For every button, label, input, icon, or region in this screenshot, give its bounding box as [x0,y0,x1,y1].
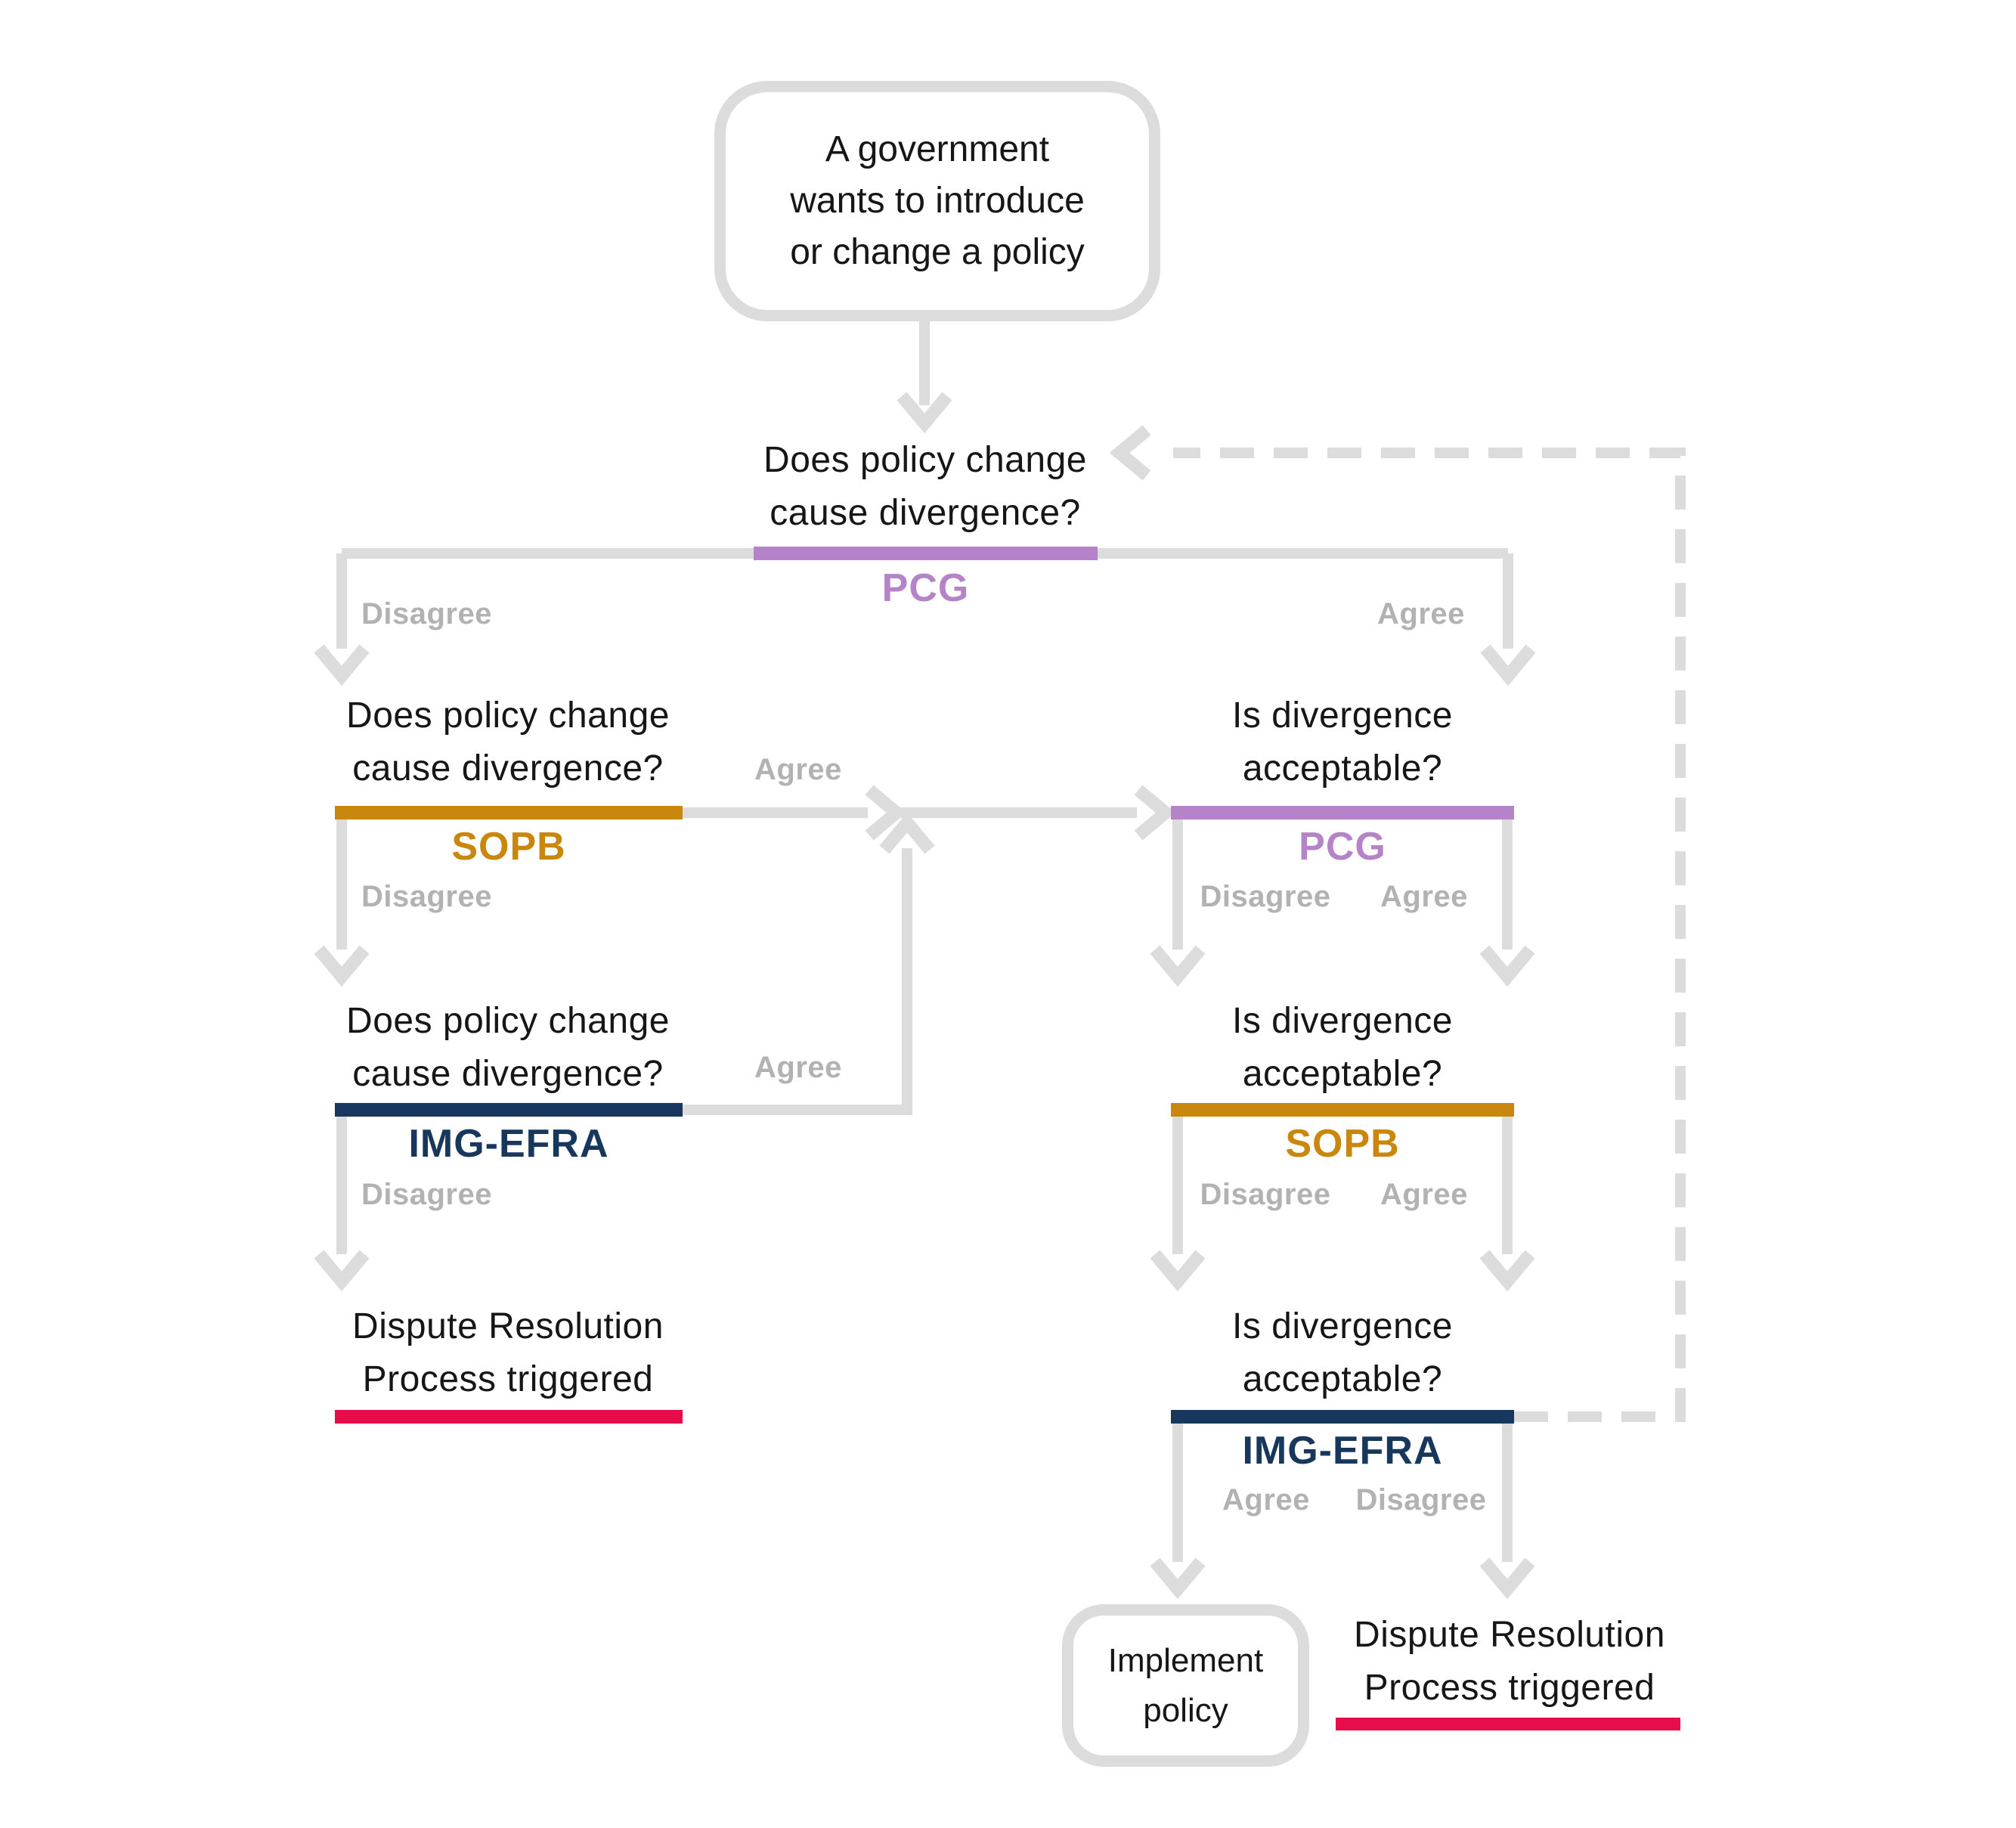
arrowhead-down-left-sopb-disagree [314,945,370,987]
arrowhead-down-right-imgefra-disagree [1479,1557,1535,1600]
arrowhead-down-right-sopb-agree [1479,1250,1535,1292]
org-label-pcg-top: PCG [881,566,970,610]
img-efra-bar-left [335,1103,683,1117]
dispute-left-text: Dispute Resolution Process triggered [352,1306,664,1399]
org-label-img-efra-left: IMG-EFRA [408,1122,609,1166]
arrowhead-down-left-imgefra-disagree [314,1250,370,1292]
question-left-imgefra: Does policy change cause divergence? [346,1001,670,1094]
dispute-bar-left [335,1410,683,1424]
start-node: A government wants to introduce or chang… [714,81,1160,321]
arrowhead-down-right-pcg-agree [1479,945,1535,987]
arrowhead-left-feedback-loop [1109,425,1151,481]
question-left-sopb: Does policy change cause divergence? [346,696,670,789]
pcg-bar-top [754,547,1098,560]
question-right-sopb: Is divergence acceptable? [1232,1001,1453,1094]
question-right-pcg: Is divergence acceptable? [1232,696,1453,789]
implement-policy-text: Implement policy [1107,1641,1264,1729]
edge-feedback-loop-dashed [1173,448,1686,1422]
edge-label-left-imgefra-disagree: Disagree [361,1178,492,1211]
arrowhead-right-left-sopb-agree [865,785,907,841]
org-label-sopb-left: SOPB [451,825,566,869]
arrowhead-down-right-pcg-disagree [1150,945,1206,987]
edge-label-right-pcg-disagree: Disagree [1200,880,1331,913]
edge-label-left-sopb-disagree: Disagree [361,880,492,913]
arrowhead-down-start [897,392,952,434]
org-label-img-efra-right: IMG-EFRA [1242,1429,1443,1473]
arrowhead-down-top-agree [1480,644,1536,686]
arrowhead-down-right-sopb-disagree [1150,1250,1206,1292]
edge-label-top-disagree: Disagree [361,597,492,631]
img-efra-bar-right [1171,1410,1514,1424]
question-top: Does policy change cause divergence? [763,440,1087,533]
arrowhead-right-into-right-pcg [1134,785,1176,841]
edge-label-right-pcg-agree: Agree [1380,880,1468,913]
sopb-bar-right [1171,1103,1514,1117]
implement-policy-node: Implement policy [1062,1604,1309,1767]
org-label-pcg-right: PCG [1299,825,1386,869]
edge-label-right-imgefra-disagree: Disagree [1355,1483,1487,1517]
start-node-text: A government wants to introduce or chang… [790,129,1085,273]
edge-label-top-agree: Agree [1377,597,1465,631]
dispute-right-text: Dispute Resolution Process triggered [1354,1615,1665,1708]
edge-label-left-sopb-agree: Agree [754,753,842,786]
question-right-imgefra: Is divergence acceptable? [1232,1306,1453,1399]
edge-left-imgefra-agree-line [683,848,912,1115]
edge-label-right-imgefra-agree: Agree [1222,1483,1310,1517]
pcg-bar-right [1171,806,1514,820]
edge-label-left-imgefra-agree: Agree [754,1051,842,1084]
arrowhead-down-right-imgefra-agree [1150,1557,1206,1600]
dispute-bar-right [1336,1718,1680,1730]
sopb-bar-left [335,806,683,820]
edge-label-right-sopb-disagree: Disagree [1200,1178,1331,1211]
arrowhead-up-left-imgefra-agree [879,812,935,854]
edge-label-right-sopb-agree: Agree [1380,1178,1468,1211]
org-label-sopb-right: SOPB [1285,1122,1400,1166]
arrowhead-down-top-disagree [314,644,370,686]
